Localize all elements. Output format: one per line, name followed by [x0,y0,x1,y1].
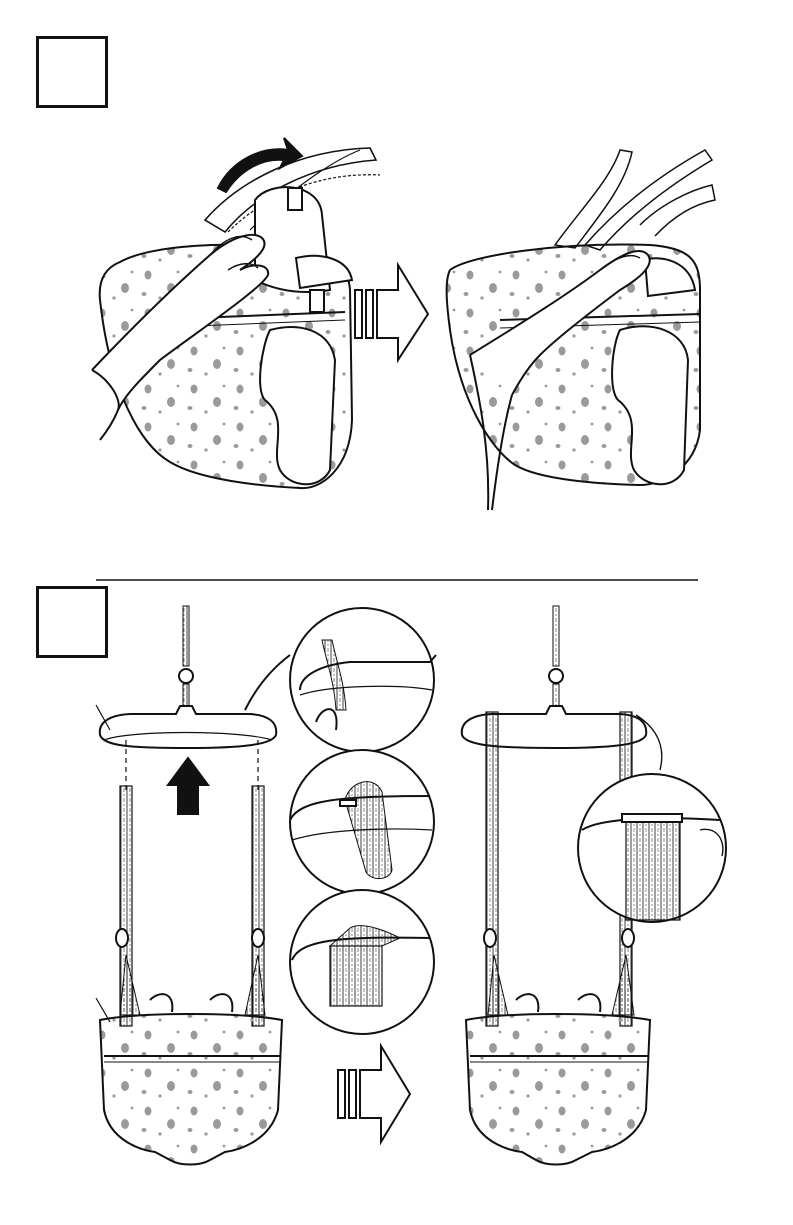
fold-seat-pad-figure [92,138,380,488]
solid-arrow-up-icon [168,758,208,814]
press-pad-figure [447,150,715,510]
detail-strap-loop-3 [290,890,434,1034]
detail-strap-secured [578,774,726,922]
detail-strap-loop-2 [290,750,434,894]
slide-frame-figure [96,606,282,1165]
hollow-arrow-right-icon-2 [338,1046,410,1142]
hollow-arrow-right-icon [355,265,428,360]
